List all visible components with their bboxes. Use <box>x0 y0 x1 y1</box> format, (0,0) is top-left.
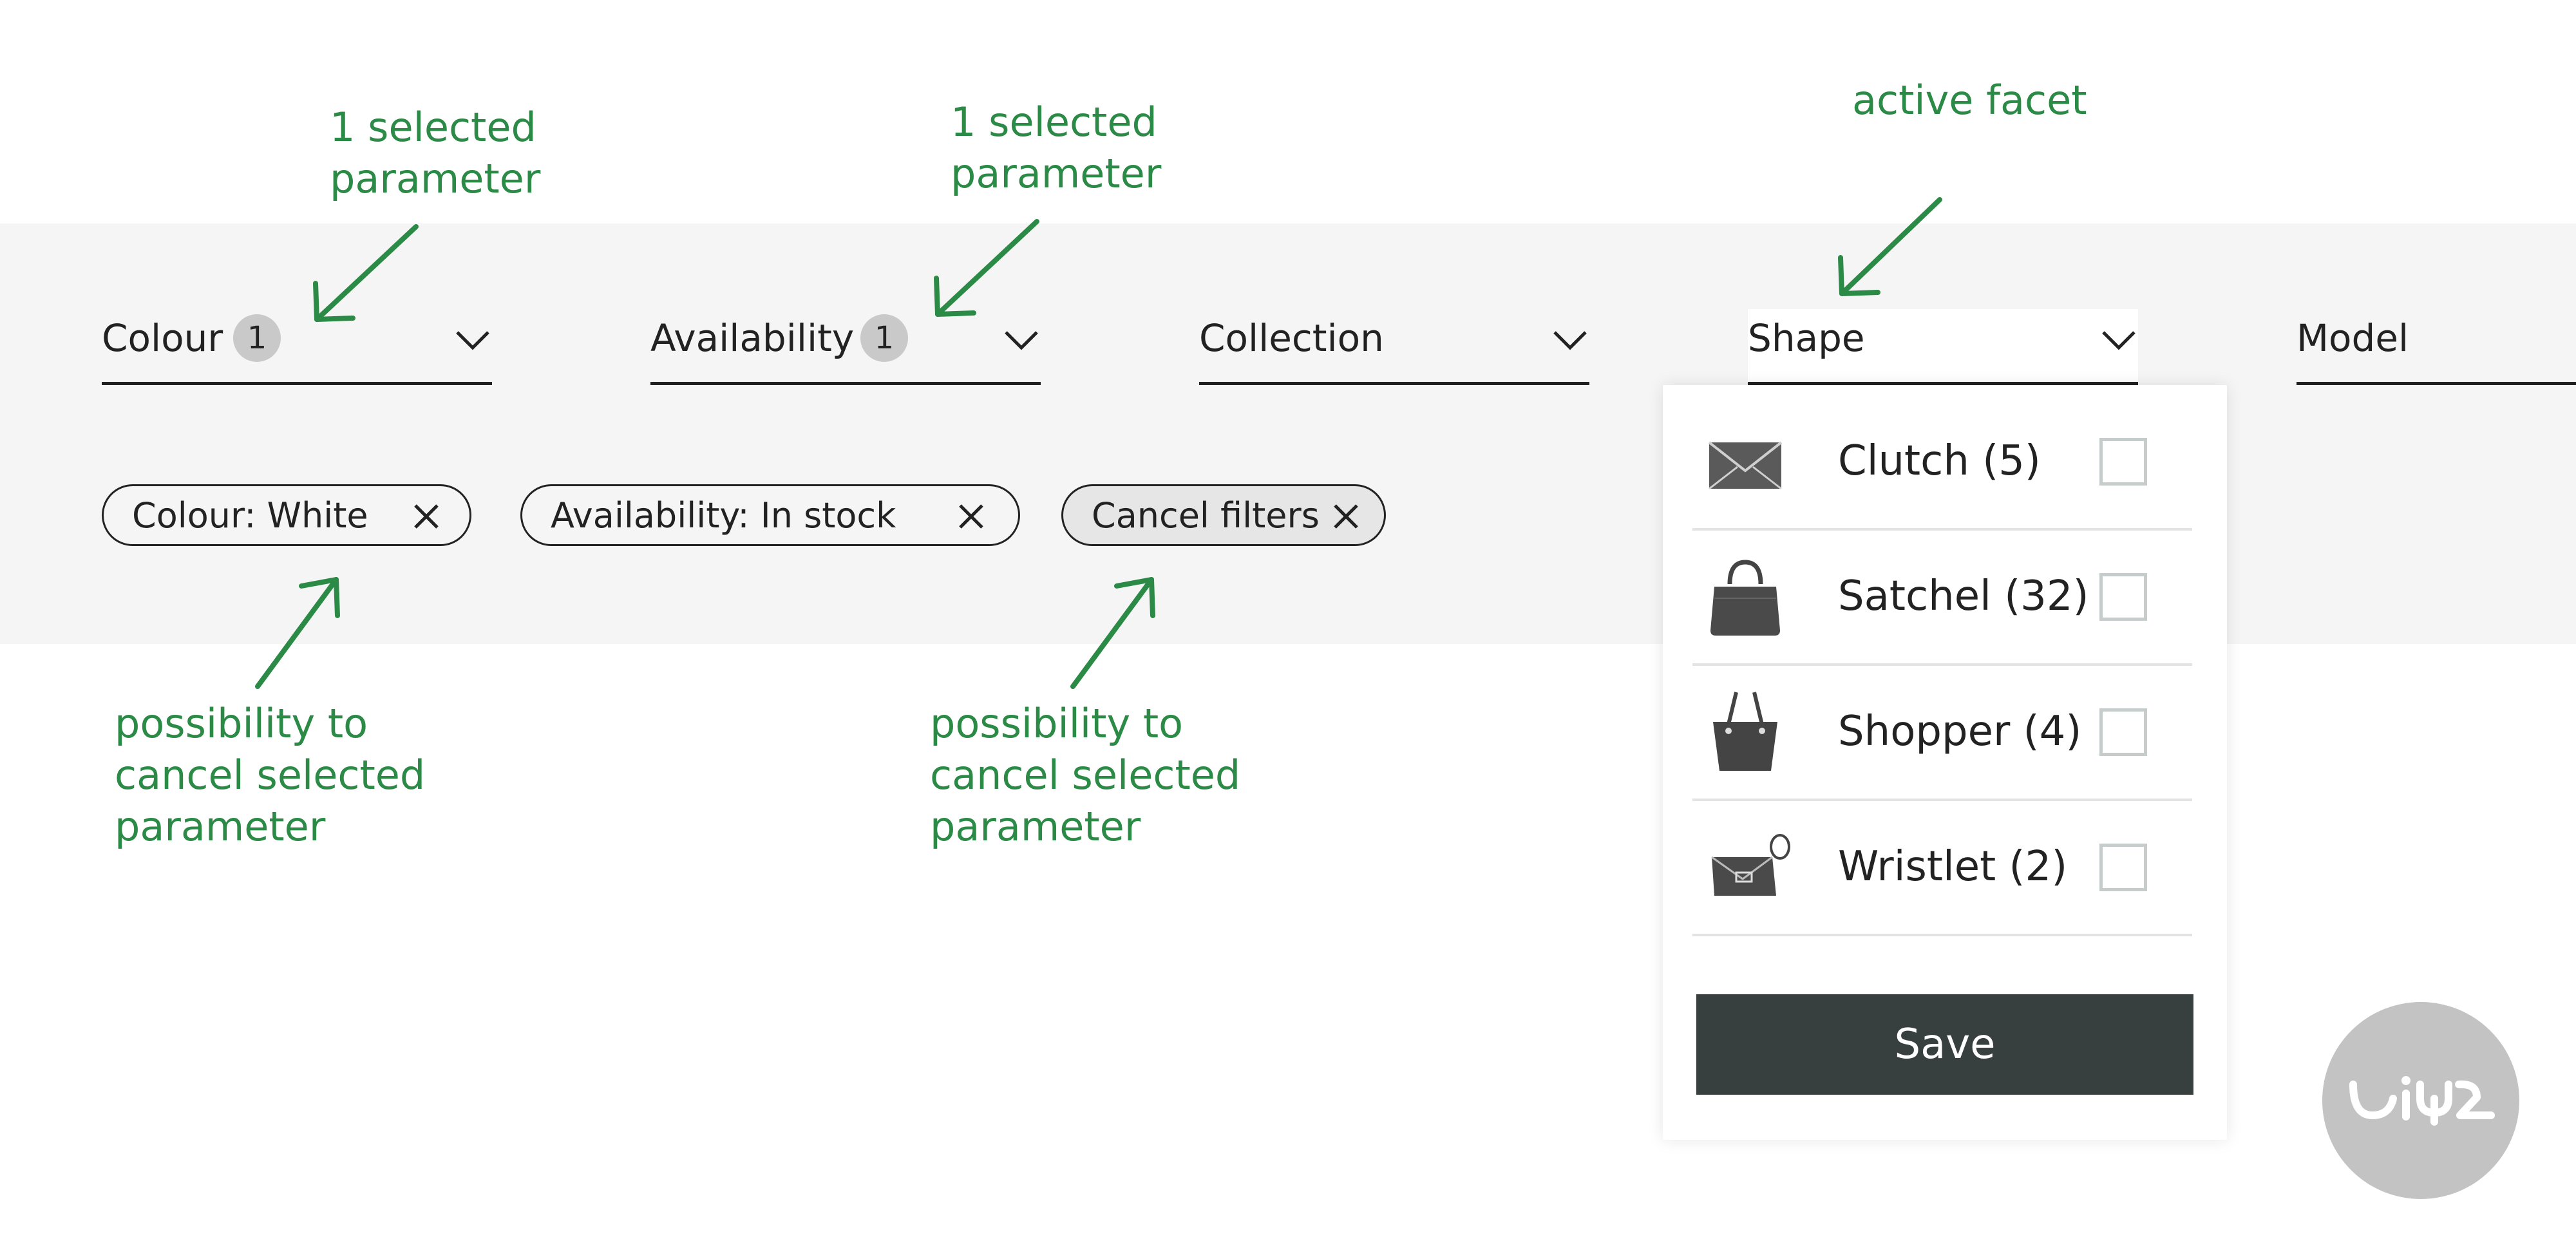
arrow-icon <box>314 224 419 322</box>
annotation-active-facet: active facet <box>1852 77 2087 124</box>
cancel-filters-button[interactable]: Cancel filters <box>1061 484 1386 546</box>
save-button[interactable]: Save <box>1696 994 2193 1095</box>
facet-model[interactable]: Model <box>2297 309 2576 385</box>
facet-availability[interactable]: Availability 1 <box>650 309 1041 385</box>
arrow-icon <box>934 276 976 317</box>
chip-label: Cancel filters <box>1092 495 1320 536</box>
option-label: Shopper (4) <box>1838 708 2082 755</box>
option-checkbox[interactable] <box>2099 844 2147 891</box>
uiux-logo-icon <box>2349 1076 2495 1126</box>
facet-colour-label: Colour <box>102 316 223 360</box>
option-label: Satchel (32) <box>1838 572 2089 620</box>
option-shopper[interactable]: Shopper (4) <box>1692 663 2192 801</box>
annotation-cancel-parameter: possibility to cancel selected parameter <box>115 700 426 850</box>
option-checkbox[interactable] <box>2099 708 2147 756</box>
chip-label: Colour: White <box>132 495 368 536</box>
option-clutch[interactable]: Clutch (5) <box>1692 393 2192 531</box>
facet-availability-label: Availability <box>650 316 855 360</box>
logo <box>2322 1002 2519 1199</box>
option-satchel[interactable]: Satchel (32) <box>1692 528 2192 666</box>
chevron-down-icon <box>1005 331 1038 350</box>
chevron-down-icon <box>456 331 489 350</box>
facet-collection-label: Collection <box>1199 316 1384 360</box>
facet-collection[interactable]: Collection <box>1199 309 1589 385</box>
close-icon[interactable] <box>412 502 441 531</box>
shopper-bag-icon <box>1713 692 1777 771</box>
annotation-selected-parameter: 1 selected parameter <box>951 99 1162 197</box>
chip-availability-in-stock[interactable]: Availability: In stock <box>520 484 1020 546</box>
arrow-icon <box>935 219 1039 317</box>
facet-shape-label: Shape <box>1748 316 1865 360</box>
shape-dropdown-panel: Clutch (5) Satchel (32) Shopper (4) Wris… <box>1663 385 2227 1140</box>
option-checkbox[interactable] <box>2099 438 2147 486</box>
facet-availability-count-badge: 1 <box>860 314 908 362</box>
facet-shape[interactable]: Shape <box>1748 309 2138 385</box>
clutch-bag-icon <box>1708 441 1783 490</box>
arrow-icon <box>255 577 339 689</box>
wristlet-bag-icon <box>1711 834 1790 896</box>
chevron-down-icon <box>2102 331 2136 350</box>
arrow-icon <box>299 577 340 618</box>
option-checkbox[interactable] <box>2099 573 2147 621</box>
option-label: Wristlet (2) <box>1838 843 2068 891</box>
annotation-selected-parameter: 1 selected parameter <box>330 104 541 202</box>
arrow-icon <box>313 281 355 322</box>
arrow-icon <box>1070 577 1154 689</box>
arrow-icon <box>1114 577 1155 618</box>
facet-model-label: Model <box>2297 316 2409 360</box>
close-icon[interactable] <box>956 502 986 531</box>
facet-colour[interactable]: Colour 1 <box>102 309 492 385</box>
option-label: Clutch (5) <box>1838 437 2041 485</box>
chip-label: Availability: In stock <box>551 495 896 536</box>
facet-colour-count-badge: 1 <box>233 314 281 362</box>
arrow-icon <box>1839 197 1942 296</box>
chevron-down-icon <box>1553 331 1587 350</box>
satchel-bag-icon <box>1710 560 1780 636</box>
annotation-cancel-parameter: possibility to cancel selected parameter <box>930 700 1241 850</box>
chip-colour-white[interactable]: Colour: White <box>102 484 471 546</box>
close-icon[interactable] <box>1331 502 1361 531</box>
arrow-icon <box>1838 255 1880 296</box>
option-wristlet[interactable]: Wristlet (2) <box>1692 799 2192 936</box>
